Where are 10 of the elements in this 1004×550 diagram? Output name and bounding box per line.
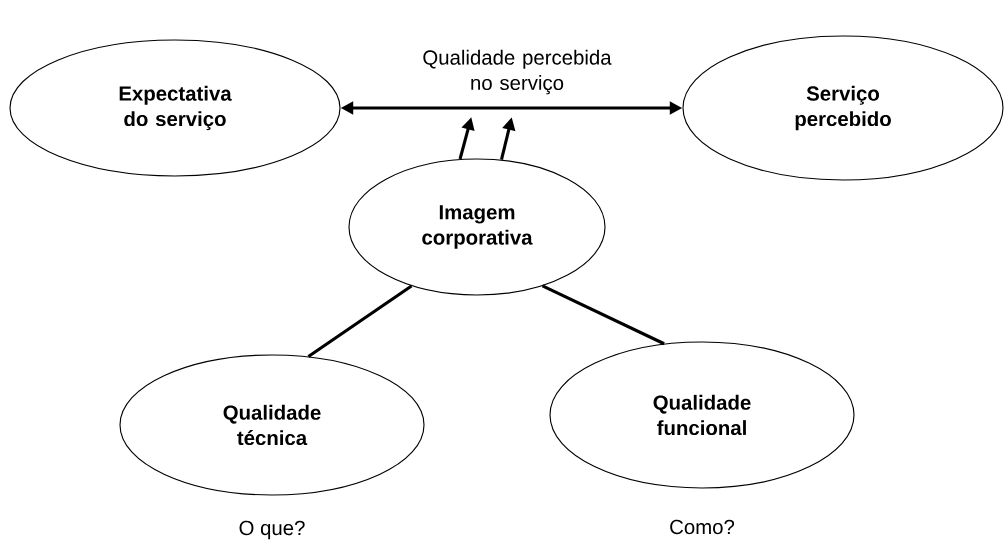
caption-text: O que? xyxy=(239,520,305,540)
node-label: Qualidade percebida no serviço xyxy=(423,49,612,95)
ellipse-node: Serviço percebido xyxy=(682,35,1004,181)
ellipse-node: Imagem corporativa xyxy=(348,158,606,296)
ellipse-node: Qualidade técnica xyxy=(119,354,425,496)
connector-line xyxy=(307,284,413,358)
connector-line xyxy=(541,284,665,346)
caption-text: Como? xyxy=(670,519,735,535)
ellipse-node: Expectativa do serviço xyxy=(9,39,341,177)
ellipse-node: Qualidade funcional xyxy=(549,341,855,489)
